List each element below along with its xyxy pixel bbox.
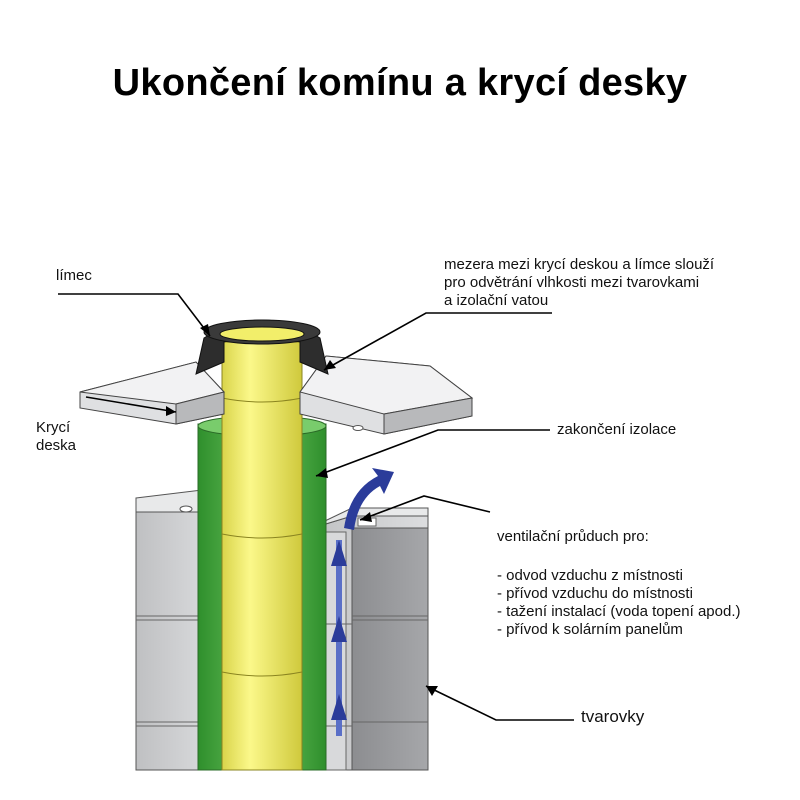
airflow-arrows — [331, 468, 394, 736]
cover-plate-right — [299, 355, 474, 435]
list-item: - přívod vzduchu do místnosti — [497, 585, 693, 602]
collar — [195, 319, 329, 375]
label-kryci-line1: Krycí — [36, 419, 71, 436]
page-title: Ukončení komínu a krycí desky — [112, 62, 688, 104]
leader-tvarovky — [425, 685, 574, 721]
label-ventilacni-pruduch: ventilační průduch pro: — [497, 528, 649, 545]
leader-limec — [58, 293, 211, 337]
list-item: - odvod vzduchu z místnosti — [497, 567, 683, 584]
ventilation-uses-list: - odvod vzduchu z místnosti - přívod vzd… — [497, 567, 740, 639]
leader-kryci — [85, 396, 177, 413]
leader-lines — [58, 293, 574, 721]
label-zakonceni-izolace: zakončení izolace — [557, 421, 677, 438]
label-mezera: mezera mezi krycí deskou a límce slouží … — [444, 256, 784, 310]
leader-arrowheads — [166, 324, 438, 696]
label-kryci-deska: Krycí deska — [36, 419, 76, 455]
cover-plate-left — [79, 361, 225, 425]
label-mezera-line1: mezera mezi krycí deskou a límce slouží — [444, 256, 715, 273]
leader-mezera — [323, 312, 552, 371]
label-kryci-line2: deska — [36, 437, 77, 454]
label-limec: límec — [56, 267, 92, 284]
list-item: - přívod k solárním panelům — [497, 621, 683, 638]
label-tvarovky: tvarovky — [581, 707, 645, 726]
leader-izolace — [315, 429, 550, 477]
label-mezera-line2: pro odvětrání vlhkosti mezi tvarovkami — [444, 274, 700, 291]
label-mezera-line3: a izolační vatou — [444, 292, 549, 309]
leader-ventilacni — [359, 495, 491, 521]
list-item: - tažení instalací (voda topení apod.) — [497, 603, 741, 620]
flue-pipe — [221, 341, 303, 771]
